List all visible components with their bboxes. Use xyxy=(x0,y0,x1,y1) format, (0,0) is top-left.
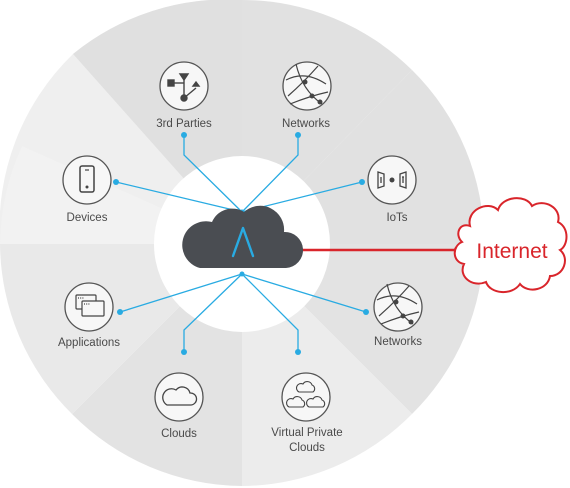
node-devices[interactable]: Devices xyxy=(62,155,112,224)
iot-icon-dot xyxy=(389,177,395,183)
node-networks-right[interactable]: Networks xyxy=(373,282,423,348)
node-circle xyxy=(62,155,112,205)
connector-networks-right xyxy=(241,273,367,313)
networks-icon-dots xyxy=(393,299,414,325)
third-parties-icon xyxy=(167,73,201,102)
networks-icon-dots xyxy=(302,79,323,105)
iot-icon xyxy=(377,171,407,189)
node-label: Clouds xyxy=(161,428,197,440)
hub-logo-icon xyxy=(231,226,255,258)
cloud-icon xyxy=(162,386,198,406)
node-label: 3rd Parties xyxy=(156,118,212,130)
internet-cloud[interactable]: Internet xyxy=(453,197,568,293)
node-label: Applications xyxy=(58,337,120,349)
node-circle xyxy=(373,282,423,332)
node-label: Clouds xyxy=(289,442,325,454)
vpc-clouds-icon xyxy=(285,381,326,408)
connector-dot xyxy=(363,309,369,315)
node-circle xyxy=(154,372,204,422)
connector-dot xyxy=(117,309,123,315)
connector-networks-top xyxy=(241,135,299,213)
internet-cloud-icon xyxy=(453,197,568,293)
applications-icon xyxy=(75,294,105,317)
internet-label: Internet xyxy=(476,240,547,263)
node-label: Networks xyxy=(282,118,330,130)
node-circle xyxy=(282,61,332,111)
connector-dot xyxy=(295,132,301,138)
node-iots[interactable]: IoTs xyxy=(367,155,417,224)
hub-cloud-icon xyxy=(182,205,304,268)
connector-devices xyxy=(115,181,243,213)
connector-clouds xyxy=(183,273,243,352)
connector-dot xyxy=(181,349,187,355)
connector-vpc xyxy=(241,273,299,352)
connector-applications xyxy=(119,273,243,313)
connector-dot xyxy=(359,179,365,185)
node-label: Networks xyxy=(374,336,422,348)
node-label: Devices xyxy=(67,212,108,224)
connector-dot xyxy=(113,179,119,185)
node-third-parties[interactable]: 3rd Parties xyxy=(156,61,212,130)
node-applications[interactable]: Applications xyxy=(58,282,120,349)
connector-third-parties xyxy=(183,135,243,213)
node-circle xyxy=(281,372,331,422)
phone-icon xyxy=(79,165,95,193)
connector-dot xyxy=(181,132,187,138)
node-networks-top[interactable]: Networks xyxy=(282,61,332,130)
node-label: Virtual Private xyxy=(271,427,342,439)
node-label: IoTs xyxy=(386,212,407,224)
connector-dot xyxy=(239,271,245,277)
node-virtual-private-clouds[interactable]: Virtual Private Clouds xyxy=(271,372,343,454)
node-clouds[interactable]: Clouds xyxy=(154,372,204,440)
hub-cloud[interactable] xyxy=(182,205,304,268)
connector-dot xyxy=(295,349,301,355)
phone-icon-button xyxy=(85,185,89,189)
